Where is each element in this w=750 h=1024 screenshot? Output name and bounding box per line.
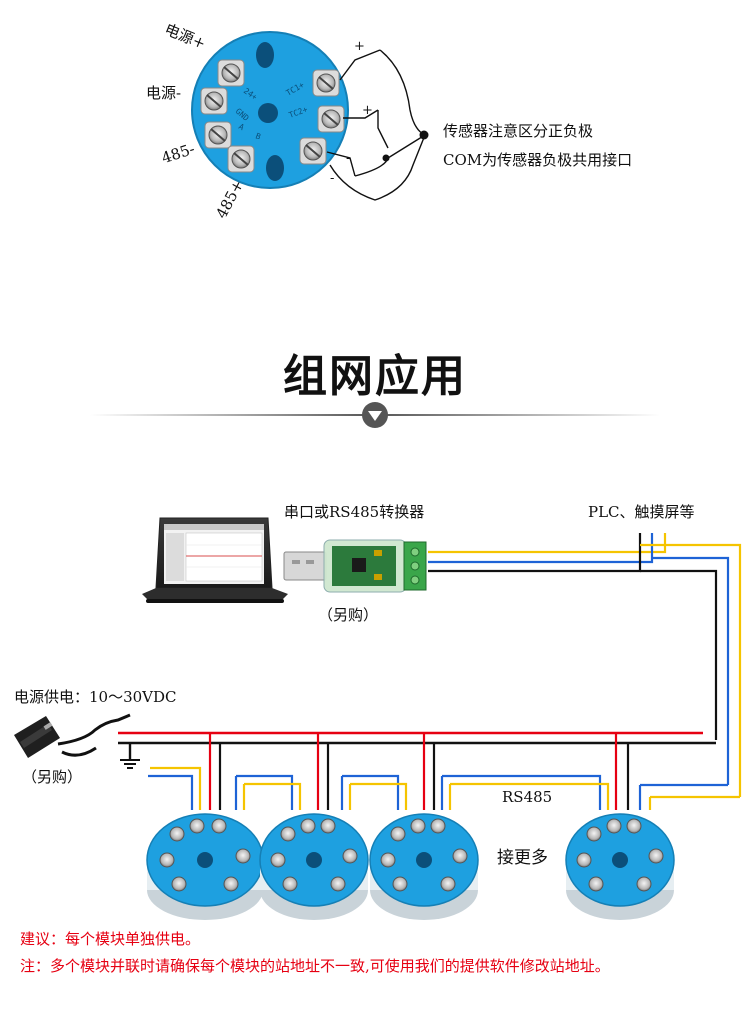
sign-minus: - [330,171,335,186]
section-title: 组网应用 [283,351,467,402]
terminal-label: B [254,131,262,141]
transmitter-top-view: 24+ GND TC1+ TC2+ A B [191,31,349,189]
terminal-label: A [237,122,246,132]
power-bus [118,731,716,760]
power-adapter [14,713,131,758]
plc-label: PLC、触摸屏等 [588,503,695,521]
sign-plus: + [362,103,373,118]
station-address-caution: 注：多个模块并联时请确保每个模块的站地址不一致,可使用我们的提供软件修改站地址。 [20,957,610,975]
transmitter-module-4 [565,813,675,920]
module-drop-wires [148,733,740,810]
sensor-note-com: COM为传感器负极共用接口 [443,151,633,169]
transmitter-module-3 [369,813,479,920]
converter-purchase-note: （另购） [318,606,379,624]
adapter-purchase-note: （另购） [22,768,83,786]
ground-icon [120,759,140,769]
connect-more-label: 接更多 [497,848,548,868]
terminal-screw-485-minus [204,121,232,149]
terminal-screw-tc2-plus [317,105,345,133]
terminal-screw-power-minus [200,87,228,115]
junction-dot [419,130,429,140]
sign-minus: - [346,151,351,166]
terminal-screw-com [299,137,327,165]
converter-label: 串口或RS485转换器 [284,503,425,521]
section-separator [90,402,660,428]
terminal-screw-tc1-plus [312,69,340,97]
transmitter-module-2 [259,813,369,920]
usb-rs485-converter [283,539,427,593]
laptop-pc [142,517,288,603]
power-suggestion-note: 建议：每个模块单独供电。 [20,930,201,948]
converter-bus-wires [428,533,742,797]
junction-dot [382,154,390,162]
rs485-bus-label: RS485 [502,788,553,806]
terminal-screw-485-plus [227,145,255,173]
sign-plus: + [354,39,365,54]
sensor-note-polarity: 传感器注意区分正负极 [443,122,594,140]
transmitter-module-1 [146,813,264,920]
label-power-minus: 电源- [146,84,182,102]
power-supply-label: 电源供电：10～30VDC [14,688,177,706]
terminal-screw-power-plus [217,59,245,87]
